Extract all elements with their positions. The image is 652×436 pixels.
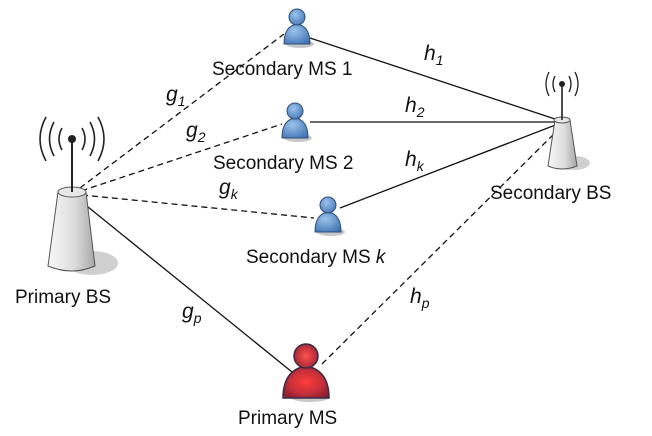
secondary-bs-icon — [545, 71, 590, 170]
link-h1 — [309, 37, 559, 121]
link-g2 — [71, 123, 283, 195]
primary-bs-label: Primary BS — [15, 287, 111, 308]
g1-label: g1 — [166, 83, 185, 109]
primary-ms-icon — [282, 343, 330, 402]
h2-label: h2 — [405, 94, 425, 120]
gk-label: gk — [219, 176, 239, 202]
hk-label: hk — [405, 148, 425, 174]
secondary-ms-1-icon — [283, 8, 314, 48]
secondary-ms-k-label: Secondary MS k — [246, 247, 387, 268]
g2-label: g2 — [186, 119, 206, 145]
primary-bs-icon — [39, 116, 118, 275]
secondary-ms-1-label: Secondary MS 1 — [212, 59, 352, 80]
primary-ms-label: Primary MS — [238, 408, 337, 429]
link-g1 — [71, 33, 285, 195]
link-gk — [71, 193, 315, 219]
gp-label: gp — [182, 300, 202, 326]
h1-label: h1 — [424, 42, 443, 68]
secondary-ms-2-label: Secondary MS 2 — [213, 153, 353, 174]
link-hp — [321, 125, 563, 365]
secondary-bs-label: Secondary BS — [490, 183, 611, 204]
hp-label: hp — [410, 285, 430, 311]
link-hk — [339, 123, 559, 209]
link-gp — [71, 193, 293, 373]
secondary-ms-2-icon — [281, 102, 312, 142]
secondary-ms-k-icon — [314, 196, 345, 236]
